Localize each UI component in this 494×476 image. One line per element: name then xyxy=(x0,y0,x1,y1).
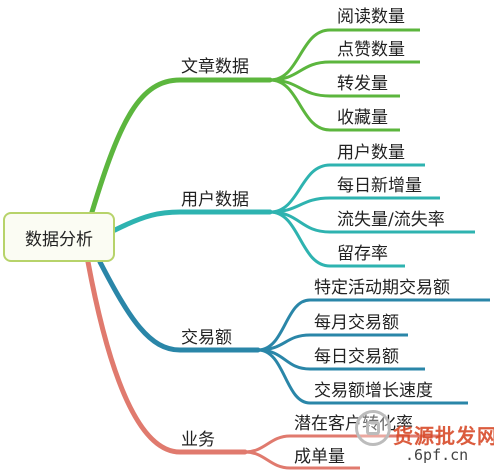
branch-4-leaf-2: 成单量 xyxy=(294,447,345,467)
branch-2-label: 用户数据 xyxy=(181,190,249,210)
connector-branch-4-leaf-2 xyxy=(244,450,360,470)
branch-1-leaf-2: 点赞数量 xyxy=(337,40,405,60)
connector-root-branch-1 xyxy=(89,77,273,215)
watermark-logo-icon xyxy=(355,410,391,446)
connector-branch-1-leaf-4 xyxy=(269,78,400,132)
connector-root-branch-4 xyxy=(85,259,248,455)
watermark-text: 货源批发网 xyxy=(393,424,494,448)
root-node: 数据分析 xyxy=(3,212,115,262)
branch-2-leaf-3: 流失量/流失率 xyxy=(337,210,445,230)
branch-1-leaf-3: 转发量 xyxy=(337,74,388,94)
branch-3-leaf-4: 交易额增长速度 xyxy=(314,381,433,401)
branch-3-leaf-3: 每日交易额 xyxy=(314,347,399,367)
branch-2-leaf-2: 每日新增量 xyxy=(337,176,422,196)
connector-branch-3-leaf-4 xyxy=(257,348,468,405)
branch-1-leaf-4: 收藏量 xyxy=(337,108,388,128)
connector-branch-2-leaf-4 xyxy=(269,210,405,268)
branch-3-leaf-1: 特定活动期交易额 xyxy=(314,278,450,298)
branch-1-label: 文章数据 xyxy=(181,57,249,77)
branch-3-label: 交易额 xyxy=(181,328,232,348)
branch-1-leaf-1: 阅读数量 xyxy=(337,7,405,27)
branch-4-label: 业务 xyxy=(181,430,215,450)
branch-2-leaf-1: 用户数量 xyxy=(337,143,405,163)
root-node-label: 数据分析 xyxy=(25,229,93,250)
watermark-url: .6pf.cn xyxy=(405,446,469,464)
branch-2-leaf-4: 留存率 xyxy=(337,244,388,264)
connector-root-branch-2 xyxy=(112,209,273,233)
connector-branch-2-leaf-1 xyxy=(269,163,425,214)
connector-root-branch-3 xyxy=(97,259,261,353)
connector-branch-3-leaf-1 xyxy=(257,298,490,352)
branch-3-leaf-2: 每月交易额 xyxy=(314,313,399,333)
